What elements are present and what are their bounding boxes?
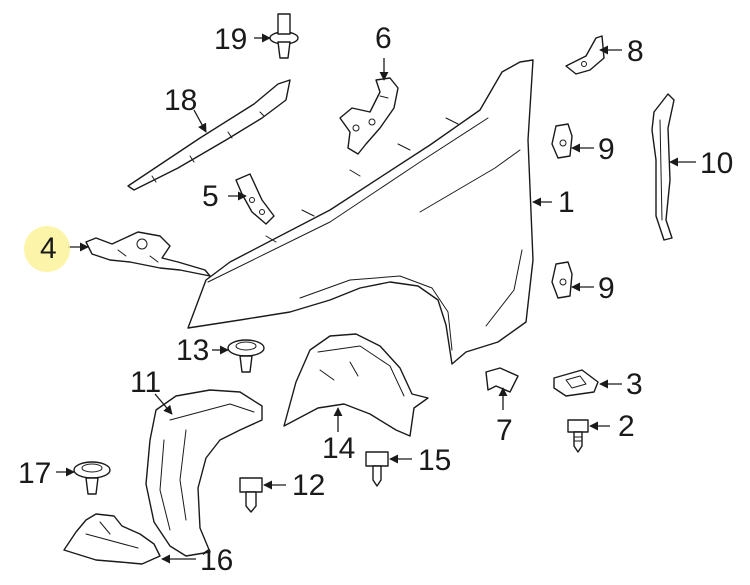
lower-cover-part-16 xyxy=(63,513,161,565)
callout-14: 14 xyxy=(322,432,355,465)
callout-11: 11 xyxy=(130,366,161,399)
callout-1: 1 xyxy=(558,186,575,219)
screw-part-2 xyxy=(567,419,589,453)
fender-part xyxy=(187,59,534,365)
callout-18: 18 xyxy=(164,84,197,117)
callout-numbers: 1 2 3 4 5 6 7 8 9 9 10 11 12 13 14 15 16… xyxy=(18,22,733,577)
callout-16: 16 xyxy=(200,544,233,577)
callout-5: 5 xyxy=(202,180,219,213)
bracket-part-6 xyxy=(339,77,399,155)
bracket-part-18 xyxy=(127,79,291,191)
bracket-part-5 xyxy=(235,173,275,225)
callout-8: 8 xyxy=(627,35,644,68)
callout-13: 13 xyxy=(176,334,209,367)
callout-highlight xyxy=(24,226,70,272)
callout-6: 6 xyxy=(375,22,392,55)
wheel-liner-part-14 xyxy=(283,333,429,437)
callout-19: 19 xyxy=(214,23,247,56)
bolt-part-12 xyxy=(239,477,263,513)
bracket-part-4 xyxy=(85,231,211,277)
bracket-part-7 xyxy=(485,367,519,393)
leader-lines xyxy=(56,33,696,564)
clip-part-9-upper xyxy=(551,123,573,159)
clip-part-17 xyxy=(73,461,111,495)
callout-17: 17 xyxy=(18,457,51,490)
callout-9-lower: 9 xyxy=(598,272,615,305)
seal-strip-part-10 xyxy=(651,93,675,241)
leader-18 xyxy=(193,109,207,133)
clip-part-9-lower xyxy=(551,261,573,299)
callout-2: 2 xyxy=(618,410,635,443)
rivet-part-19 xyxy=(269,13,299,59)
wheel-liner-part-11 xyxy=(145,389,263,557)
screw-part-15 xyxy=(365,451,389,487)
callout-12: 12 xyxy=(292,469,325,502)
callout-4: 4 xyxy=(40,232,57,265)
callout-10: 10 xyxy=(700,147,733,180)
callout-9-upper: 9 xyxy=(598,133,615,166)
callout-7: 7 xyxy=(496,414,513,447)
callout-3: 3 xyxy=(626,368,643,401)
leader-11 xyxy=(154,393,173,415)
clip-part-13 xyxy=(227,339,265,373)
bracket-part-8 xyxy=(565,35,605,75)
clip-nut-part xyxy=(553,369,599,397)
callout-15: 15 xyxy=(418,444,451,477)
